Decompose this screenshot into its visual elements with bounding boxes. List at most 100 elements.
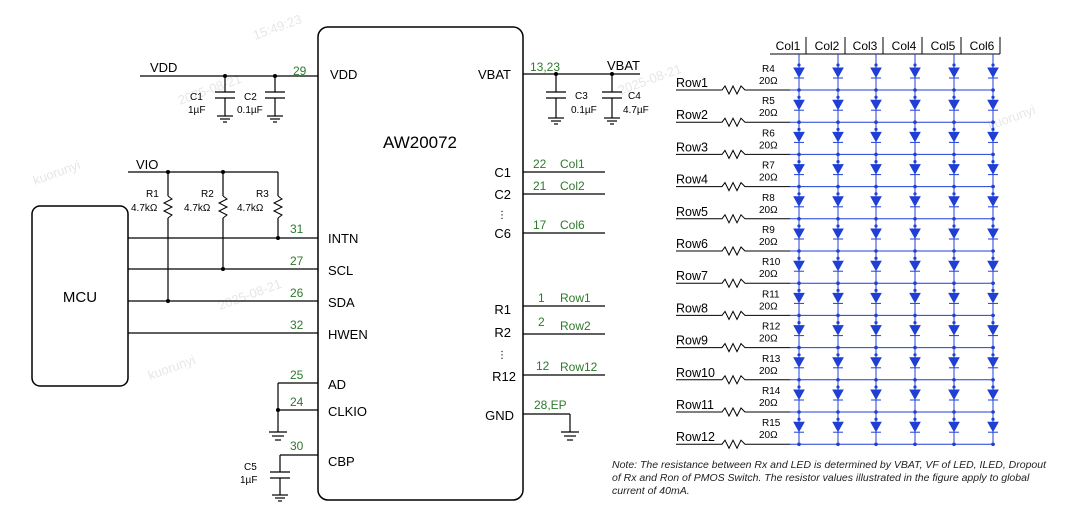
led-junction	[836, 442, 840, 447]
led-junction	[874, 313, 878, 318]
row-resistor	[716, 406, 790, 418]
rail-vbat: VBAT	[607, 58, 640, 73]
led-junction	[952, 313, 956, 318]
mcu-label: MCU	[63, 289, 97, 306]
led-diode	[987, 325, 999, 336]
rail-vio: VIO	[136, 157, 158, 172]
rail-vdd: VDD	[150, 60, 177, 75]
pin-clkio-num: 24	[290, 395, 304, 409]
led-diode	[909, 164, 921, 175]
pin-clkio-label: CLKIO	[328, 404, 367, 419]
pin-r12-label: R12	[492, 369, 516, 384]
led-node	[797, 95, 801, 99]
led-junction	[952, 249, 956, 253]
column-header-6: Col6	[970, 39, 995, 53]
led-junction	[913, 281, 917, 286]
led-node	[874, 353, 878, 357]
led-diode	[832, 389, 844, 401]
row-resistor-ref-9: R12	[762, 322, 781, 333]
led-junction	[836, 378, 840, 382]
row-resistor-value-3: 20Ω	[759, 140, 778, 151]
pin-gnd-label: GND	[485, 408, 514, 423]
led-diode	[909, 421, 921, 433]
mcu-block	[31, 205, 129, 387]
led-diode	[793, 99, 805, 111]
pin-cbp-num: 30	[290, 439, 304, 453]
row-label-8: Row8	[676, 301, 708, 315]
led-junction	[874, 345, 878, 350]
pin-vbat-label: VBAT	[478, 67, 511, 82]
led-node	[913, 385, 917, 389]
led-node	[836, 288, 840, 292]
led-node	[874, 127, 878, 131]
row-resistor-value-7: 20Ω	[759, 269, 778, 280]
led-diode	[948, 131, 960, 143]
led-junction	[952, 120, 956, 124]
pin-intn-label: INTN	[328, 231, 358, 246]
led-node	[991, 95, 995, 99]
led-junction	[874, 120, 878, 124]
row-label-2: Row2	[676, 108, 708, 122]
led-junction	[991, 410, 995, 414]
net-col2: Col2	[560, 179, 585, 193]
led-junction	[797, 281, 801, 286]
net-col1: Col1	[560, 157, 585, 171]
led-diode	[987, 228, 999, 240]
net-col6: Col6	[560, 218, 585, 232]
row-label-4: Row4	[676, 173, 708, 187]
led-node	[991, 224, 995, 228]
row-resistor-value-1: 20Ω	[759, 76, 778, 87]
led-junction	[913, 217, 917, 221]
led-node	[952, 95, 956, 99]
led-junction	[874, 184, 878, 189]
led-node	[913, 256, 917, 260]
cap-c3-val: 0.1µF	[571, 105, 597, 116]
led-node	[952, 321, 956, 325]
pin-r1-label: R1	[494, 302, 511, 317]
led-junction	[797, 345, 801, 350]
row-resistor	[716, 213, 790, 224]
pin-c1-num: 22	[533, 157, 547, 171]
net-row1: Row1	[560, 291, 591, 305]
led-junction	[797, 217, 801, 221]
led-node	[991, 192, 995, 196]
chip-body	[317, 26, 524, 501]
led-junction	[991, 249, 995, 253]
led-node	[991, 417, 995, 421]
watermark-layer: 15:49:232025-08-21kuorunyi15:49:232025-0…	[31, 11, 1037, 462]
pin-vdd-num: 29	[293, 64, 307, 78]
led-diode	[948, 325, 960, 336]
led-junction	[991, 345, 995, 350]
led-node	[797, 63, 801, 67]
cap-c5-val: 1µF	[240, 475, 257, 486]
row-resistor-ref-7: R10	[762, 257, 781, 268]
pin-r12-num: 12	[536, 359, 550, 373]
row-label-5: Row5	[676, 205, 708, 219]
row-resistor-ref-1: R4	[762, 64, 775, 75]
led-node	[991, 353, 995, 357]
design-note: Note: The resistance between Rx and LED …	[612, 459, 1047, 497]
led-diode	[987, 196, 999, 207]
led-diode	[909, 228, 921, 240]
led-diode	[870, 164, 882, 175]
led-diode	[987, 292, 999, 304]
row-resistor	[716, 181, 790, 192]
led-junction	[991, 378, 995, 382]
led-diode	[870, 357, 882, 368]
row-label-7: Row7	[676, 269, 708, 283]
led-junction	[874, 88, 878, 92]
led-node	[874, 160, 878, 164]
led-node	[797, 353, 801, 357]
led-junction	[952, 217, 956, 221]
cap-c4-val: 4.7µF	[623, 105, 649, 116]
led-junction	[836, 313, 840, 318]
led-node	[952, 127, 956, 131]
column-header-5: Col5	[931, 39, 956, 53]
led-node	[913, 224, 917, 228]
led-diode	[870, 99, 882, 111]
led-diode	[793, 260, 805, 272]
led-node	[913, 192, 917, 196]
led-node	[874, 321, 878, 325]
led-diode	[832, 357, 844, 368]
